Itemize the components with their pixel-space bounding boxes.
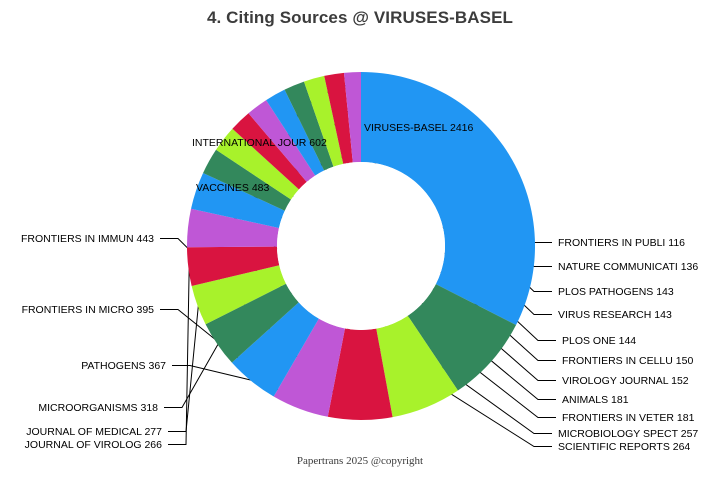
slice-outer-label: JOURNAL OF MEDICAL 277 <box>26 426 162 438</box>
donut-slice[interactable] <box>203 149 292 211</box>
slice-inner-label: INTERNATIONAL JOUR 602 <box>192 137 327 149</box>
slice-outer-label: PLOS PATHOGENS 143 <box>558 286 674 298</box>
slice-outer-label: PLOS ONE 144 <box>562 335 636 347</box>
donut-center-hole <box>277 162 445 330</box>
slice-inner-label: VACCINES 483 <box>196 182 269 194</box>
donut-slice[interactable] <box>273 318 345 417</box>
slice-outer-label: ANIMALS 181 <box>562 394 629 406</box>
donut-slice[interactable] <box>186 208 279 248</box>
leader-line <box>172 365 253 381</box>
donut-slice[interactable] <box>343 72 361 163</box>
slice-inner-label: VIRUSES-BASEL 2416 <box>364 122 473 134</box>
donut-slice[interactable] <box>191 265 286 325</box>
slice-outer-label: FRONTIERS IN PUBLI 116 <box>558 237 685 249</box>
slice-outer-label: PATHOGENS 367 <box>81 360 166 372</box>
donut-slice[interactable] <box>248 100 316 182</box>
donut-slice[interactable] <box>324 72 353 164</box>
donut-slices-group <box>186 72 536 421</box>
donut-slice[interactable] <box>231 302 319 397</box>
donut-slice[interactable] <box>284 81 334 171</box>
donut-slice[interactable] <box>205 283 299 363</box>
copyright-footer: Papertrans 2025 @copyright <box>296 455 424 467</box>
slice-outer-label: MICROBIOLOGY SPECT 257 <box>558 428 698 440</box>
leader-line <box>168 266 190 445</box>
slice-outer-label: VIRUS RESEARCH 143 <box>558 309 672 321</box>
donut-slice[interactable] <box>361 72 536 325</box>
donut-slice[interactable] <box>191 172 285 228</box>
donut-slice[interactable] <box>232 113 307 190</box>
donut-slice[interactable] <box>327 328 393 421</box>
slice-outer-label: JOURNAL OF VIROLOG 266 <box>25 439 162 451</box>
slice-outer-label: FRONTIERS IN CELLU 150 <box>562 355 693 367</box>
slice-outer-label: VIROLOGY JOURNAL 152 <box>562 375 689 387</box>
slice-outer-label: FRONTIERS IN IMMUN 443 <box>21 233 154 245</box>
donut-slice[interactable] <box>216 128 299 200</box>
slice-outer-label: MICROORGANISMS 318 <box>38 402 158 414</box>
leader-line <box>164 343 219 408</box>
donut-slice[interactable] <box>407 284 517 391</box>
slice-outer-label: FRONTIERS IN VETER 181 <box>562 412 695 424</box>
slice-outer-label: FRONTIERS IN MICRO 395 <box>22 304 155 316</box>
donut-slice[interactable] <box>303 75 344 167</box>
donut-slice[interactable] <box>187 246 280 287</box>
leader-line <box>168 305 199 432</box>
donut-slice[interactable] <box>376 315 458 418</box>
slice-outer-label: SCIENTIFIC REPORTS 264 <box>558 441 690 453</box>
slice-outer-label: NATURE COMMUNICATI 136 <box>558 261 698 273</box>
page-title: 4. Citing Sources @ VIRUSES-BASEL <box>206 8 514 27</box>
donut-slice[interactable] <box>266 89 325 176</box>
